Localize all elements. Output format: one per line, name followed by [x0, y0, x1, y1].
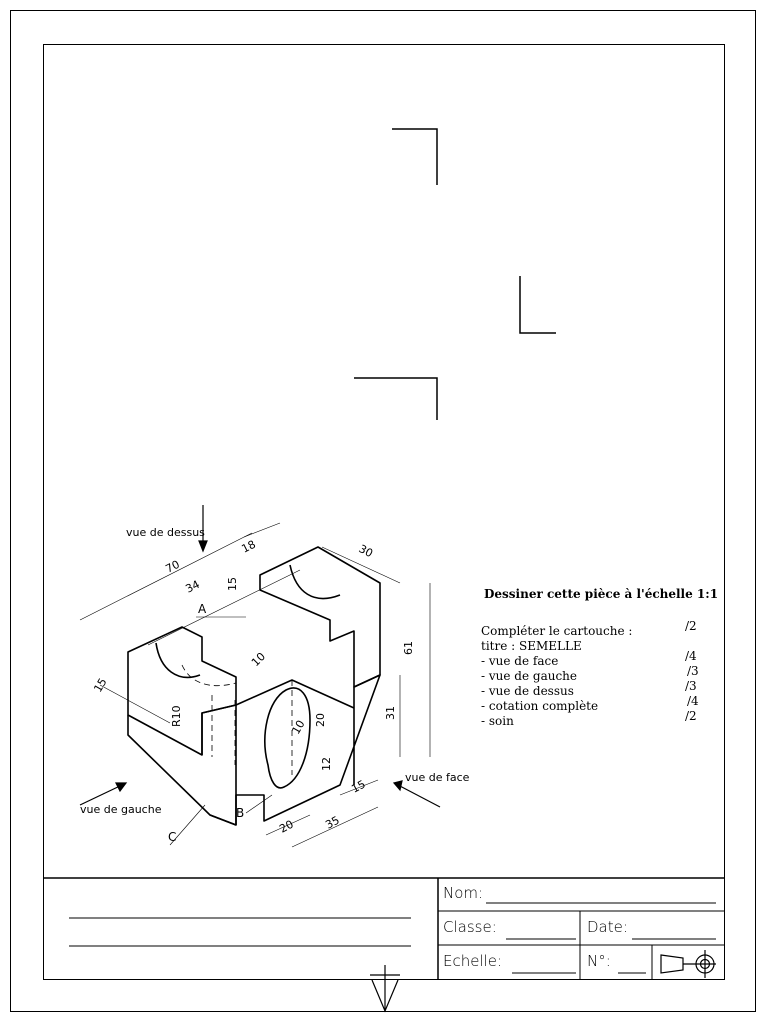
hidden-slot — [211, 695, 236, 765]
left-lug-cradle — [155, 642, 201, 679]
dim-70-line — [79, 532, 253, 621]
instruction-item: - vue de face /4 — [481, 649, 697, 668]
left-lug-outline — [127, 626, 237, 756]
corner-mark-left-view — [519, 276, 556, 334]
arrow-left-view — [79, 784, 123, 806]
dim-15-left-line — [99, 684, 171, 724]
drawing-frame — [43, 44, 725, 980]
projection-symbol-icon — [660, 950, 716, 978]
label-vue-de-dessus: vue de dessus — [126, 526, 205, 539]
label-vue-de-gauche: vue de gauche — [80, 803, 162, 816]
right-lug-outline — [259, 546, 381, 688]
dim-label-15-bottom: 15 — [349, 778, 367, 796]
front-face — [235, 674, 381, 825]
right-lug-cradle — [289, 564, 341, 600]
dim-label-70: 70 — [163, 558, 181, 576]
dim-18-line — [243, 522, 281, 538]
dim-label-12: 12 — [320, 757, 333, 771]
instruction-item: - soin /2 — [481, 709, 697, 728]
surface-label-C: C — [168, 830, 176, 844]
instruction-item: - vue de gauche /3 — [481, 664, 699, 683]
instruction-list: Compléter le cartouche : /2 titre : SEME… — [481, 619, 701, 728]
instruction-item: - cotation complète /4 — [481, 694, 699, 713]
dim-label-R10: R10 — [170, 705, 183, 727]
dim-35-bottom-line — [291, 806, 379, 848]
dim-30-line — [321, 546, 401, 584]
dim-label-15-top: 15 — [226, 577, 239, 591]
front-body — [201, 704, 237, 755]
centering-arrow-icon — [370, 965, 400, 1013]
field-nom-label: Nom: — [443, 884, 484, 902]
leader-B — [245, 794, 273, 814]
hidden-arc-1 — [181, 664, 237, 687]
dim-20-bottom-line — [265, 814, 311, 836]
dim-label-18: 18 — [239, 538, 257, 556]
dim-label-20-right: 20 — [314, 713, 327, 727]
instruction-item: titre : SEMELLE — [481, 639, 582, 653]
field-classe-label: Classe: — [443, 918, 497, 936]
corner-mark-top-view — [392, 128, 438, 185]
label-vue-de-face: vue de face — [405, 771, 470, 784]
isometric-part-drawing: 70 34 18 30 15 61 31 15 R10 10 20 10 12 … — [79, 505, 441, 848]
dim-label-30: 30 — [357, 542, 375, 560]
leader-C — [169, 804, 206, 846]
field-numero-label: N°: — [587, 952, 611, 970]
dim-label-34: 34 — [183, 578, 201, 596]
dim-34-line — [147, 569, 301, 646]
sheet-border — [10, 10, 756, 1012]
instruction-title: Dessiner cette pièce à l'échelle 1:1 — [484, 587, 719, 601]
instruction-item: Compléter le cartouche : /2 — [481, 619, 697, 638]
slot-outline — [264, 687, 311, 789]
dim-label-20-bottom: 20 — [277, 818, 295, 836]
dim-label-10-slot: 10 — [289, 718, 307, 737]
field-date-label: Date: — [587, 918, 628, 936]
corner-mark-front-view — [354, 377, 438, 420]
surface-label-B: B — [236, 806, 244, 820]
dim-label-15-left: 15 — [91, 676, 109, 695]
base-line — [209, 814, 237, 826]
field-echelle-label: Echelle: — [443, 952, 503, 970]
instruction-item: - vue de dessus /3 — [481, 679, 697, 698]
dim-15-bottom-line — [339, 779, 379, 796]
surface-label-A: A — [198, 602, 207, 616]
dim-label-61: 61 — [402, 641, 415, 655]
dim-label-31: 31 — [384, 706, 397, 720]
arrow-front-view — [397, 784, 441, 808]
dim-label-35-bottom: 35 — [323, 814, 341, 832]
